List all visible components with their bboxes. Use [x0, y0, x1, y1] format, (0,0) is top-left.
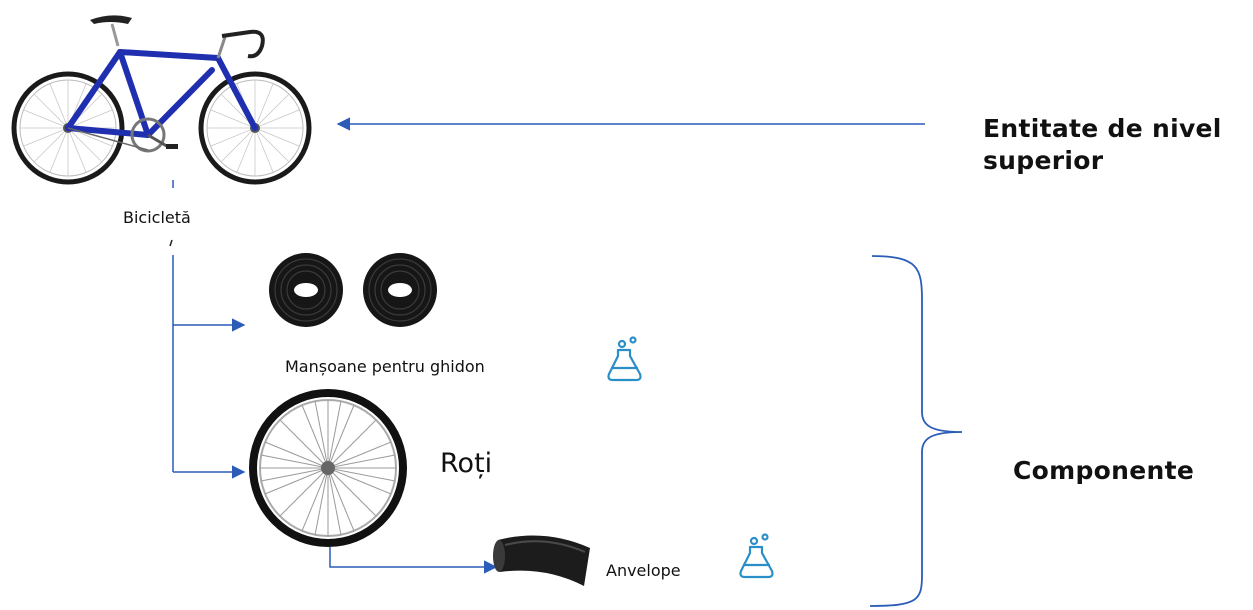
arrow-to-tires: [329, 547, 498, 574]
wheels-label: Roți: [440, 448, 493, 479]
grips-label: Manșoane pentru ghidon: [285, 357, 485, 376]
tires-label: Anvelope: [606, 561, 681, 580]
bicycle-label: Bicicletă: [123, 208, 191, 227]
components-brace: [869, 255, 963, 607]
connector-lines: [172, 117, 925, 574]
components-label: Componente: [1013, 456, 1195, 485]
top-level-entity-label: Entitate de nivel superior: [983, 114, 1222, 175]
wheel-image: [249, 389, 407, 547]
flask-icon: [607, 336, 642, 382]
handlebar-tape-image: [269, 253, 437, 327]
flask-icon: [739, 533, 774, 579]
tire-image: [493, 535, 590, 586]
bicycle-image: [11, 15, 312, 185]
